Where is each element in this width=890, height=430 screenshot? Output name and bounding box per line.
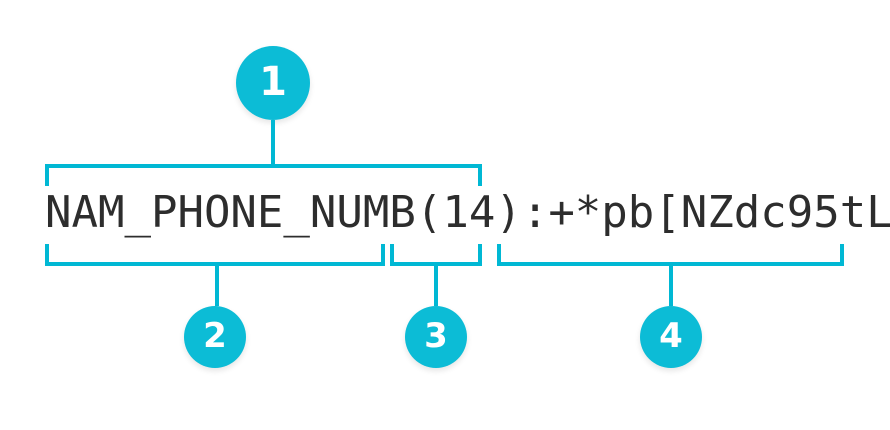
connector-stem-1 (271, 120, 275, 166)
bracket-segment-1 (45, 164, 482, 186)
connector-stem-2 (215, 266, 219, 306)
bracket-segment-4 (497, 244, 844, 266)
connector-stem-4 (669, 266, 673, 306)
connector-stem-3 (434, 266, 438, 306)
marker-circle-3[interactable]: 3 (405, 306, 467, 368)
marker-circle-1[interactable]: 1 (236, 46, 310, 120)
marker-circle-4[interactable]: 4 (640, 306, 702, 368)
code-string: NAM_PHONE_NUMB(14):+*pb[NZdc95tLB (45, 187, 890, 238)
marker-label-4: 4 (659, 316, 683, 356)
bracket-segment-3 (390, 244, 482, 266)
marker-label-2: 2 (203, 316, 227, 356)
marker-circle-2[interactable]: 2 (184, 306, 246, 368)
marker-label-1: 1 (259, 59, 287, 105)
marker-label-3: 3 (424, 316, 448, 356)
bracket-segment-2 (45, 244, 385, 266)
